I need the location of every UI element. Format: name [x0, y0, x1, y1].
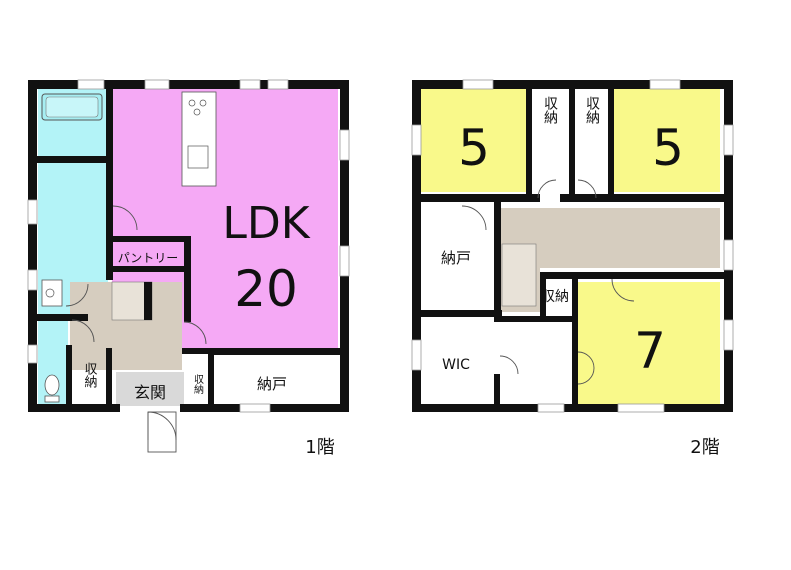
floor2-caption: 2階 — [690, 437, 719, 458]
nando-2f-label: 納戸 — [441, 249, 471, 267]
closet-b-label: 収納 — [584, 96, 600, 125]
bedroom-right — [614, 88, 720, 192]
pantry-label: パントリー — [118, 251, 179, 265]
ldk-size: 20 — [234, 260, 298, 318]
storage-stair-label: 収納 — [541, 289, 569, 305]
bedroom-right-size: 5 — [652, 119, 684, 177]
stair-2f — [501, 243, 537, 307]
nando-1f-label: 納戸 — [257, 375, 287, 393]
storage-left-label: 収納 — [82, 362, 98, 389]
floor2-plan: 5 5 収納 収納 納戸 収納 WIC 7 2階 — [411, 79, 734, 458]
kitchen-counter — [181, 91, 217, 187]
washbasin — [41, 279, 63, 307]
floor1-caption: 1階 — [305, 437, 334, 458]
bedroom-left-size: 5 — [458, 119, 490, 177]
ldk-label: LDK — [222, 198, 310, 249]
entrance-area — [116, 372, 184, 406]
entrance-label: 玄関 — [134, 383, 166, 402]
floor1-plan: LDK 20 パントリー 収納 玄関 収納 納戸 1階 — [27, 79, 350, 458]
storage-small-label: 収納 — [192, 374, 204, 395]
closet-a-label: 収納 — [542, 96, 558, 125]
bedroom-bottom — [578, 282, 720, 404]
bedroom-left — [421, 88, 526, 192]
toilet-fixture — [44, 374, 60, 396]
wic-label: WIC — [442, 357, 470, 373]
bedroom-bottom-size: 7 — [634, 322, 666, 380]
